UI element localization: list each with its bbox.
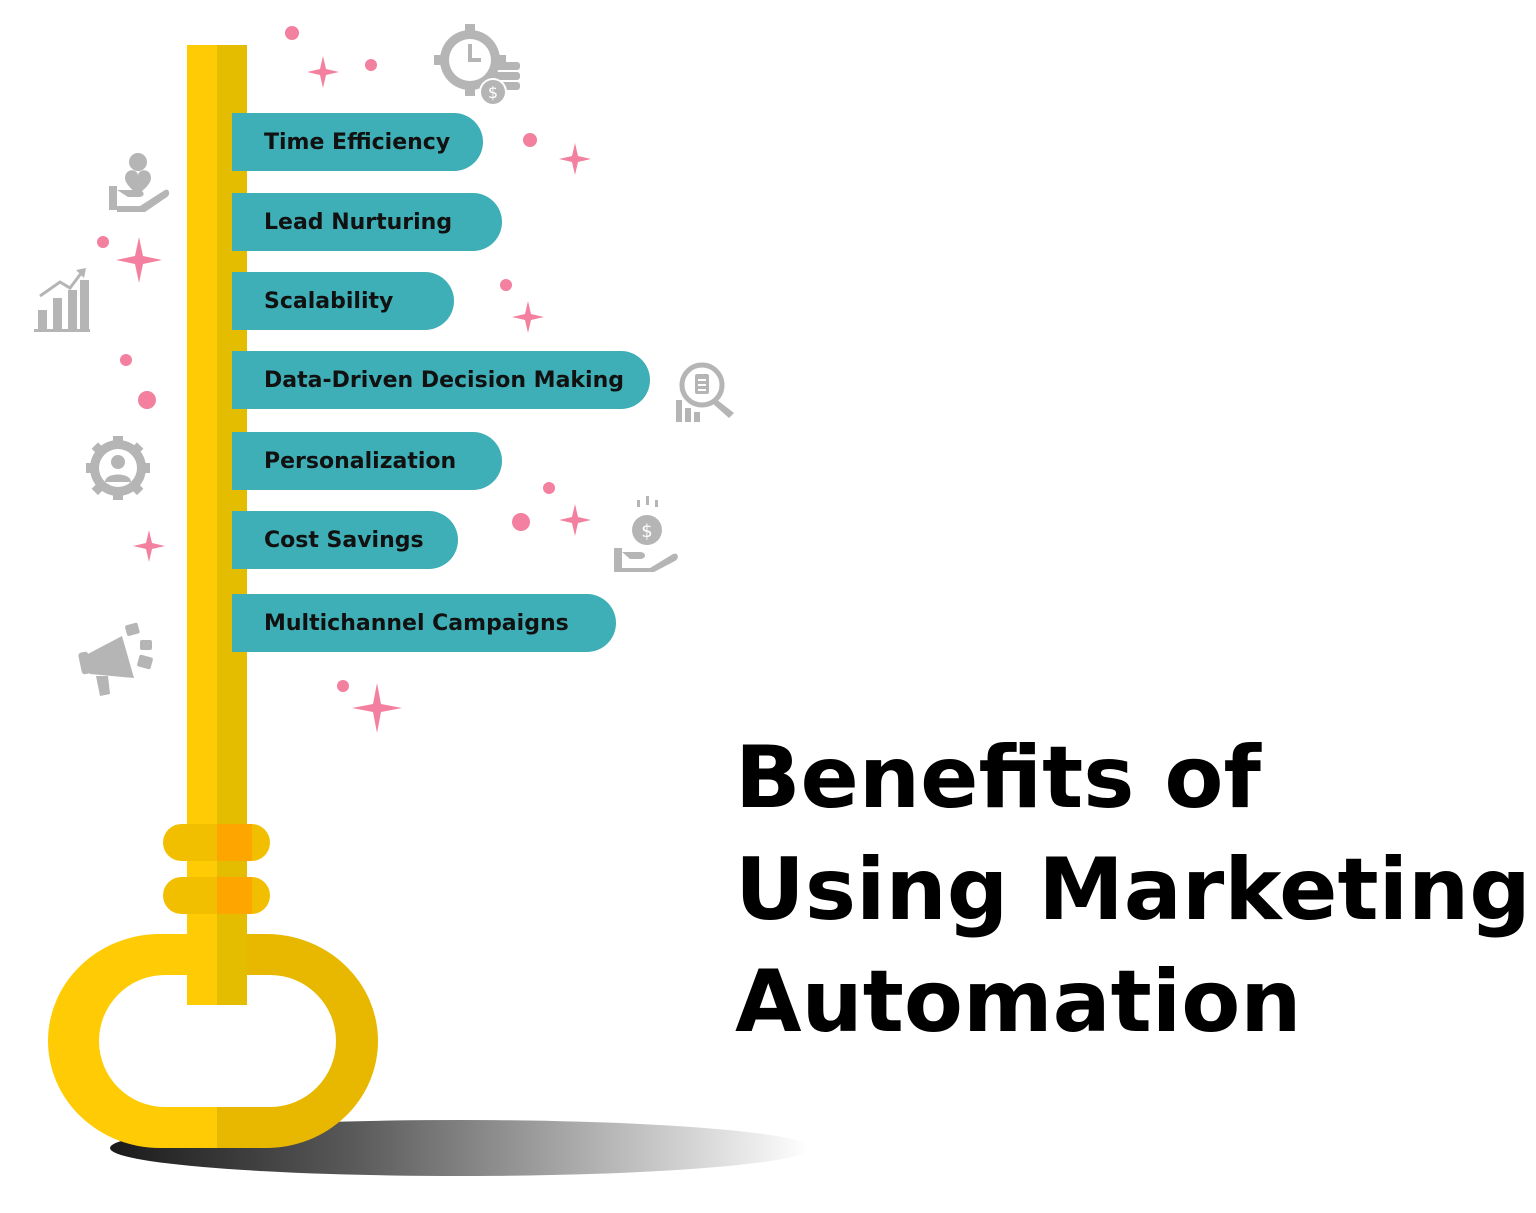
benefit-tab-cost-savings: Cost Savings [232, 511, 458, 569]
user-gear-icon [86, 436, 150, 500]
benefit-label: Lead Nurturing [264, 209, 453, 235]
svg-text:$: $ [641, 521, 652, 542]
sparkle-star [512, 301, 544, 333]
benefit-tab-time-efficiency: Time Efficiency [232, 113, 483, 171]
title-line: Automation [735, 952, 1302, 1052]
sparkle-star [352, 683, 402, 733]
sparkle-star [559, 504, 591, 536]
growth-chart-icon [34, 268, 90, 332]
title-line: Benefits of [735, 728, 1261, 828]
benefit-tab-lead-nurturing: Lead Nurturing [232, 193, 502, 251]
benefit-label: Cost Savings [264, 527, 424, 553]
benefit-tab-multichannel: Multichannel Campaigns [232, 594, 616, 652]
benefit-tab-personalization: Personalization [232, 432, 502, 490]
key-bow [48, 934, 378, 1148]
title-line: Using Marketing [735, 840, 1531, 940]
page-title: Benefits of Using Marketing Automation [735, 722, 1531, 1058]
clock-gear-coins-icon: $ [434, 24, 520, 106]
hand-heart-icon [109, 153, 170, 212]
megaphone-icon [78, 622, 153, 696]
benefit-label: Multichannel Campaigns [264, 610, 569, 636]
sparkles [116, 56, 591, 733]
hand-dollar-icon: $ [614, 496, 678, 572]
key-collar [163, 824, 270, 914]
sparkle-star [133, 530, 165, 562]
benefit-tab-scalability: Scalability [232, 272, 454, 330]
benefit-label: Time Efficiency [264, 129, 451, 155]
benefit-label: Data-Driven Decision Making [264, 367, 624, 393]
benefit-tab-data-driven: Data-Driven Decision Making [232, 351, 650, 409]
sparkle-star [116, 237, 162, 283]
dots [97, 26, 555, 692]
sparkle-star [307, 56, 339, 88]
benefit-label: Personalization [264, 448, 457, 474]
svg-text:$: $ [488, 83, 498, 102]
sparkle-star [559, 143, 591, 175]
magnifier-report-icon [676, 362, 734, 422]
benefit-label: Scalability [264, 288, 394, 314]
